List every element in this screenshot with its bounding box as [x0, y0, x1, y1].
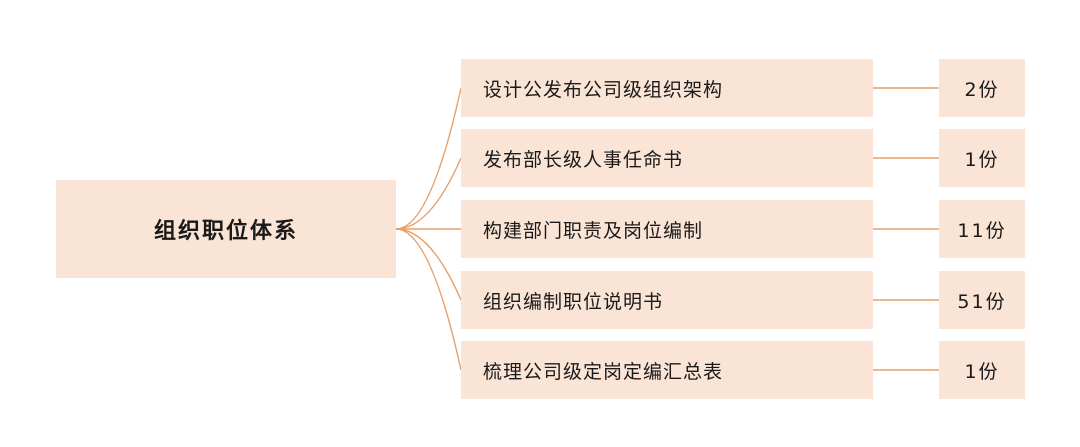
item-node-5: 梳理公司级定岗定编汇总表	[461, 341, 873, 399]
item-label-3: 构建部门职责及岗位编制	[483, 219, 704, 242]
count-node-3: 11份	[939, 200, 1025, 258]
count-node-5: 1份	[939, 341, 1025, 399]
item-node-2: 发布部长级人事任命书	[461, 129, 873, 187]
count-label-1: 2份	[964, 78, 1000, 101]
root-label: 组织职位体系	[153, 219, 298, 244]
branch-line-5	[395, 228, 462, 371]
item-node-3: 构建部门职责及岗位编制	[461, 200, 873, 258]
branch-line-4	[395, 228, 462, 301]
count-label-3: 11份	[957, 219, 1007, 242]
branch-line-2	[395, 157, 462, 230]
item-label-5: 梳理公司级定岗定编汇总表	[483, 360, 724, 383]
count-label-5: 1份	[964, 360, 1000, 383]
item-node-4: 组织编制职位说明书	[461, 271, 873, 329]
count-node-2: 1份	[939, 129, 1025, 187]
item-node-1: 设计公发布公司级组织架构	[461, 59, 873, 117]
count-node-1: 2份	[939, 59, 1025, 117]
item-label-1: 设计公发布公司级组织架构	[483, 78, 724, 101]
count-label-4: 51份	[957, 290, 1007, 313]
count-label-2: 1份	[964, 148, 1000, 171]
item-label-4: 组织编制职位说明书	[483, 290, 664, 313]
item-label-2: 发布部长级人事任命书	[483, 148, 684, 171]
branch-line-1	[395, 87, 462, 230]
root-node: 组织职位体系	[56, 180, 396, 278]
count-node-4: 51份	[939, 271, 1025, 329]
